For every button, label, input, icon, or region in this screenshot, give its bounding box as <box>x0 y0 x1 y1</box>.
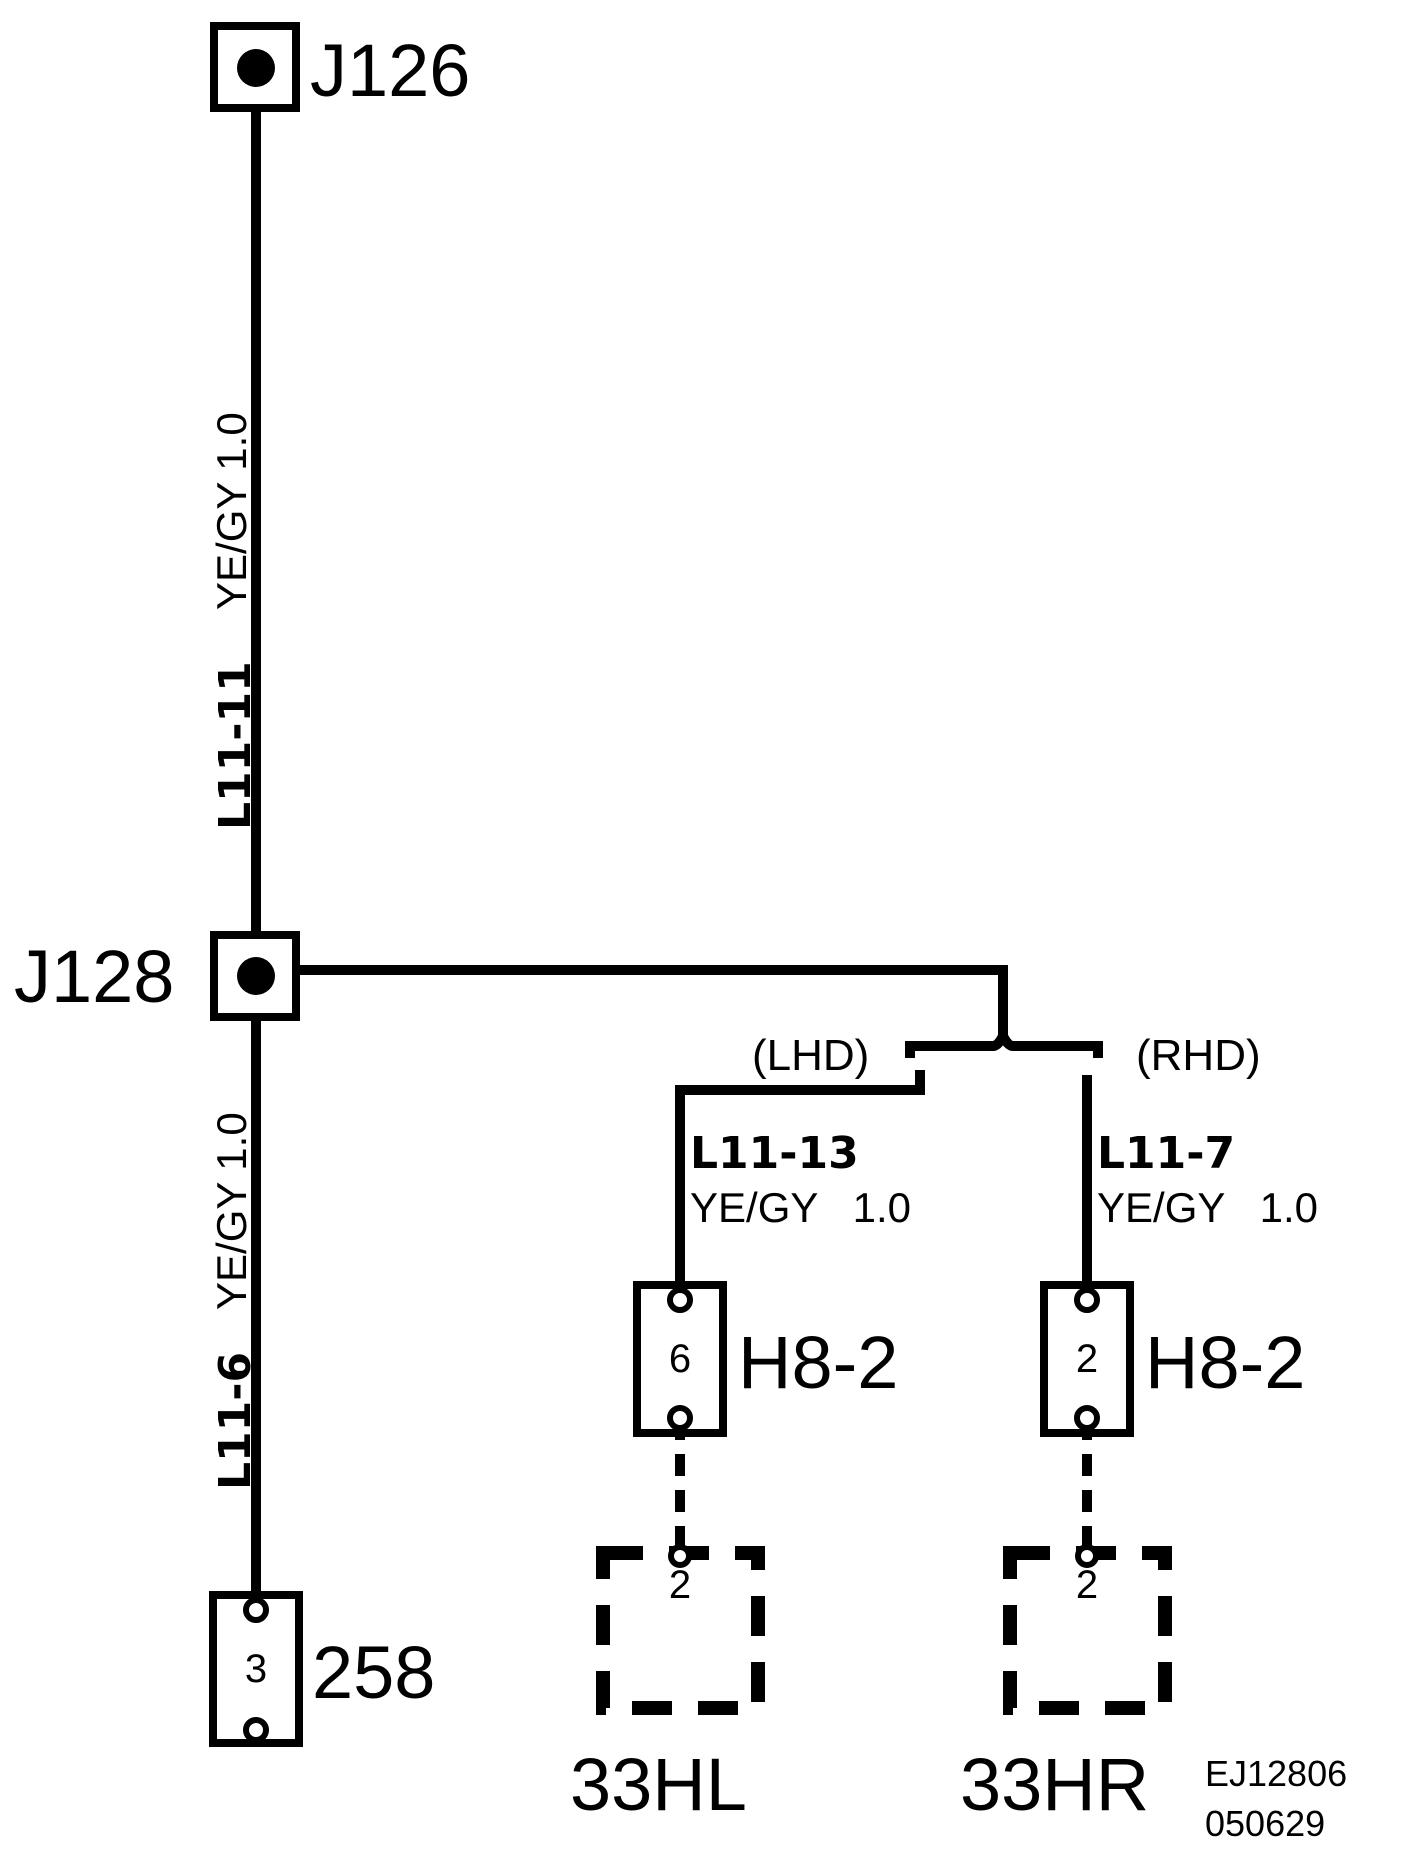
wire-label-l11-11-circuit: L11-11 <box>210 661 261 830</box>
component-33hr-pin <box>1075 1544 1099 1568</box>
connector-h8-2-lhd-pin-bottom <box>667 1405 693 1431</box>
splice-j128-dot <box>237 957 275 995</box>
component-33hl-pin <box>668 1544 692 1568</box>
connector-258-pin-number: 3 <box>245 1647 267 1691</box>
label-j126: J126 <box>310 29 470 112</box>
wire-label-l11-6-spec: YE/GY 1.0 <box>208 1112 255 1310</box>
component-33hl-pin-number: 2 <box>669 1563 691 1607</box>
option-label-lhd: (LHD) <box>752 1031 869 1080</box>
option-label-rhd: (RHD) <box>1136 1031 1261 1080</box>
drawing-id-line2: 050629 <box>1205 1803 1325 1844</box>
connector-h8-2-rhd-pin-top <box>1074 1287 1100 1313</box>
wire-label-l11-11-spec: YE/GY 1.0 <box>208 412 255 610</box>
label-h8-2-rhd: H8-2 <box>1145 1321 1305 1404</box>
wire-label-l11-6-circuit: L11-6 <box>210 1352 261 1490</box>
connector-h8-2-rhd-pin-number: 2 <box>1076 1337 1098 1381</box>
connector-h8-2-lhd-pin-number: 6 <box>669 1337 691 1381</box>
connector-h8-2-rhd-pin-bottom <box>1074 1405 1100 1431</box>
wire-label-l11-7-spec: YE/GY 1.0 <box>1097 1184 1318 1231</box>
splice-j126-dot <box>237 49 275 87</box>
wire-label-l11-13-circuit: L11-13 <box>690 1128 859 1179</box>
wire-label-l11-13-spec: YE/GY 1.0 <box>690 1184 911 1231</box>
label-33hl: 33HL <box>570 1743 747 1826</box>
label-j128: J128 <box>14 935 174 1018</box>
splice-j128 <box>210 931 300 1021</box>
connector-h8-2-lhd-pin-top <box>667 1287 693 1313</box>
wire-branch-j128 <box>256 965 1008 1040</box>
label-33hr: 33HR <box>960 1743 1149 1826</box>
connector-258-pin-top <box>243 1597 269 1623</box>
wire-label-l11-7-circuit: L11-7 <box>1097 1128 1235 1179</box>
connector-258-pin-bottom <box>243 1717 269 1743</box>
component-33hr-pin-number: 2 <box>1076 1563 1098 1607</box>
label-h8-2-lhd: H8-2 <box>738 1321 898 1404</box>
wire-l11-13 <box>675 1070 925 1285</box>
drawing-id-line1: EJ12806 <box>1205 1753 1347 1794</box>
wire-option-bar <box>905 1024 1103 1058</box>
label-258: 258 <box>312 1631 435 1714</box>
